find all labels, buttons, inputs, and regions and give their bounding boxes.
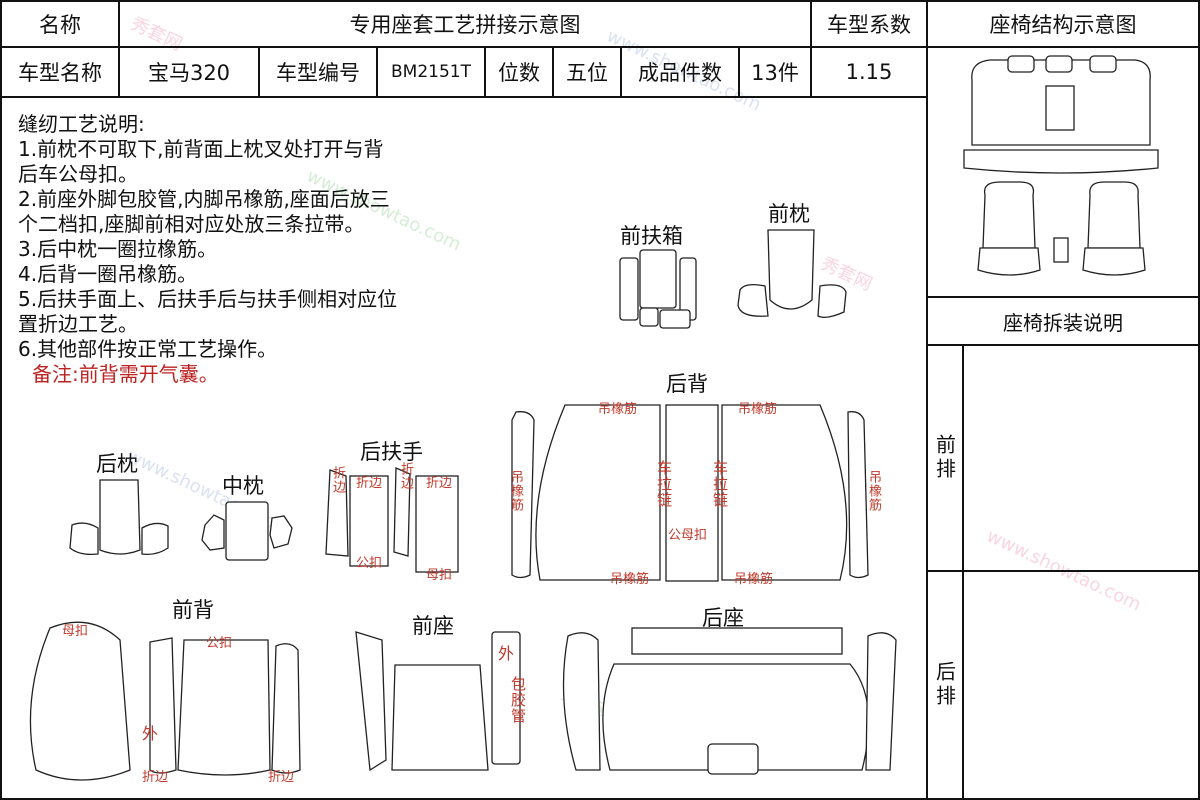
annotation-hang-elastic: 吊橡筋 (738, 402, 778, 417)
pieces-label: 成品件数 (620, 46, 740, 98)
seats-label: 位数 (484, 46, 554, 98)
notes-line: 6.其他部件按正常工艺操作。 (18, 337, 278, 361)
coef-value: 1.15 (810, 46, 928, 98)
front-back-pieces (29, 621, 301, 781)
notes-line: 个二档扣,座脚前相对应处放三条拉带。 (18, 212, 365, 236)
front-headrest-pieces (737, 229, 847, 318)
notes-title: 缝纫工艺说明: (18, 112, 145, 136)
annotation-hang-elastic-vertical: 吊橡筋 (866, 470, 881, 512)
piece-label-front-armrest-box: 前扶箱 (620, 224, 683, 248)
annotation-female-snap: 母扣 (426, 568, 453, 583)
notes-line: 5.后扶手面上、后扶手后与扶手侧相对应位 (18, 287, 398, 311)
annotation-male-female-snap: 公母扣 (668, 528, 708, 543)
annotation-male-snap: 公扣 (206, 636, 233, 651)
seats-value: 五位 (552, 46, 622, 98)
rear-back-pieces (511, 404, 869, 582)
rear-armrest-pieces (325, 467, 459, 573)
notes-line: 1.前枕不可取下,前背面上枕叉处打开与背 (18, 137, 384, 161)
annotation-fold-edge: 折边 (330, 466, 345, 494)
notes-line: 2.前座外脚包胶管,内脚吊橡筋,座面后放三 (18, 187, 390, 211)
annotation-hang-elastic: 吊橡筋 (598, 402, 638, 417)
piece-label-rear-armrest: 后扶手 (360, 440, 423, 464)
back-row-label: 后排 (932, 661, 957, 709)
sewing-notes: 缝纫工艺说明: 1.前枕不可取下,前背面上枕叉处打开与背 后车公母扣。 2.前座… (18, 112, 518, 387)
front-armrest-box-pieces (619, 249, 697, 329)
model-code-label: 车型编号 (258, 46, 378, 98)
piece-label-rear-back: 后背 (666, 372, 708, 396)
annotation-outer: 外 (498, 644, 515, 663)
piece-label-rear-headrest: 后枕 (96, 452, 138, 476)
piece-label-front-seat: 前座 (412, 614, 454, 638)
annotation-car-zipper: 车拉链 (711, 460, 729, 508)
piece-label-front-back: 前背 (172, 598, 214, 622)
model-name-label: 车型名称 (0, 46, 120, 98)
annotation-hang-elastic: 吊橡筋 (734, 572, 774, 587)
model-code-value: BM2151T (376, 46, 486, 98)
front-row-label: 前排 (932, 434, 957, 482)
model-name-value: 宝马320 (118, 46, 260, 98)
disassembly-title: 座椅拆装说明 (926, 296, 1200, 346)
seat-structure-illustration (963, 55, 1159, 276)
rear-headrest-pieces (69, 479, 169, 556)
middle-headrest-pieces (201, 501, 293, 561)
front-seat-pieces (355, 631, 521, 772)
pieces-value: 13件 (738, 46, 812, 98)
annotation-outer: 外 (142, 724, 159, 743)
annotation-fold-edge: 折边 (142, 770, 169, 785)
annotation-fold-edge: 折边 (426, 476, 453, 491)
annotation-fold-edge: 折边 (356, 476, 383, 491)
piece-label-middle-headrest: 中枕 (222, 474, 264, 498)
back-row-label-cell: 后排 (926, 570, 964, 800)
annotation-fold-edge: 折边 (268, 770, 295, 785)
notes-line: 后车公母扣。 (18, 162, 138, 186)
notes-line: 4.后背一圈吊橡筋。 (18, 262, 198, 286)
notes-line: 3.后中枕一圈拉橡筋。 (18, 237, 218, 261)
piece-label-front-headrest: 前枕 (768, 202, 810, 226)
notes-line: 置折边工艺。 (18, 312, 138, 336)
annotation-male-snap: 公扣 (356, 556, 383, 571)
rear-seat-pieces (562, 627, 897, 775)
annotation-female-snap: 母扣 (62, 624, 89, 639)
notes-remark: 备注:前背需开气囊。 (32, 362, 219, 386)
annotation-glue-tube: 包胶管 (509, 676, 527, 724)
annotation-fold-edge: 折边 (398, 462, 413, 490)
annotation-hang-elastic: 吊橡筋 (610, 572, 650, 587)
annotation-car-zipper: 车拉链 (655, 460, 673, 508)
piece-label-rear-seat: 后座 (702, 606, 744, 630)
annotation-hang-elastic-vertical: 吊橡筋 (508, 470, 523, 512)
front-row-label-cell: 前排 (926, 344, 964, 572)
